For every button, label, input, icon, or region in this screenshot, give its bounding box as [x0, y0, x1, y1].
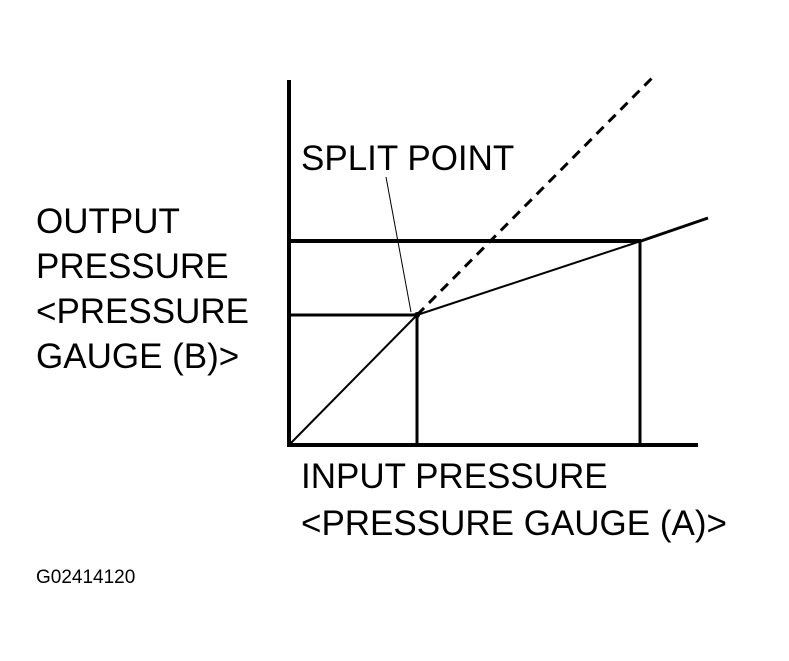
y-axis-label-line-2: PRESSURE: [36, 247, 229, 286]
figure-code: G02414120: [36, 567, 136, 588]
split-point-marker: [414, 312, 420, 318]
reduced-segment: [416, 240, 642, 316]
split-point-leader: [385, 176, 412, 313]
y-axis-label-line-1: OUTPUT: [36, 202, 180, 241]
x-axis-label-line-2: <PRESSURE GAUGE (A)>: [301, 504, 727, 543]
dashed-extension: [415, 72, 658, 317]
y-axis-label-line-4: GAUGE (B)>: [36, 337, 240, 376]
x-axis-label-line-1: INPUT PRESSURE: [301, 457, 608, 496]
split-point-label: SPLIT POINT: [301, 139, 515, 178]
proportional-segment: [288, 314, 418, 446]
outlet-segment: [640, 216, 709, 243]
y-axis-label-line-3: <PRESSURE: [36, 292, 249, 331]
